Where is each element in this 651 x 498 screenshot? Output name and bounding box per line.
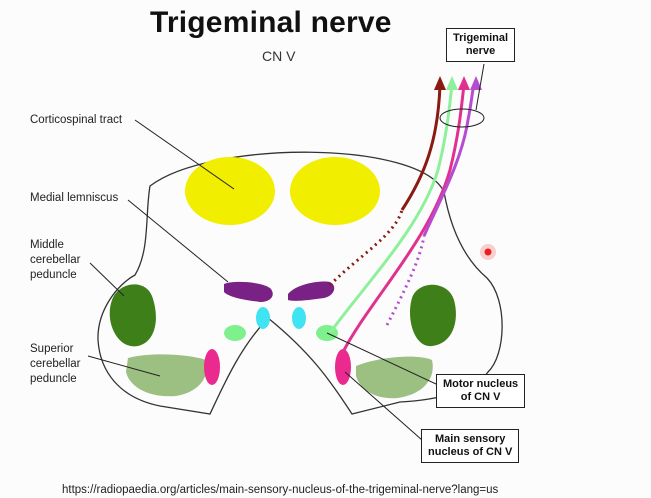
label-middle-cerebellar-peduncle: Middle cerebellar peduncle bbox=[30, 239, 81, 281]
arrowhead-pink bbox=[458, 76, 470, 90]
sensory-nucleus-right bbox=[335, 349, 351, 385]
fiber-purple bbox=[422, 84, 476, 237]
fiber-darkred-dotted bbox=[328, 209, 404, 287]
nerve-bundle-ring bbox=[439, 108, 485, 128]
superior-cerebellar-peduncle-left bbox=[126, 354, 207, 397]
box-main-sensory-nucleus: Main sensory nucleus of CN V bbox=[421, 429, 520, 463]
fiber-purple-dotted bbox=[385, 235, 426, 326]
motor-nucleus-left bbox=[224, 325, 246, 341]
corticospinal-tract-right bbox=[290, 157, 380, 225]
corticospinal-leader bbox=[134, 119, 235, 190]
arrowhead-purple bbox=[470, 76, 482, 90]
source-url: https://radiopaedia.org/articles/main-se… bbox=[62, 484, 499, 496]
superior-cerebellar-peduncle-right bbox=[356, 356, 433, 399]
medial-lemniscus-right bbox=[288, 281, 335, 301]
middle-cerebellar-peduncle-left bbox=[109, 284, 156, 347]
diagram-title: Trigeminal nerve bbox=[150, 6, 392, 39]
fiber-darkred bbox=[400, 84, 442, 211]
superior-cerebellar-leader bbox=[87, 355, 161, 377]
cyan-nucleus-right bbox=[292, 307, 306, 329]
arrowhead-darkred bbox=[434, 76, 446, 90]
nerve-label-leader bbox=[475, 63, 485, 111]
diagram-subtitle: CN V bbox=[262, 48, 296, 64]
label-medial-lemniscus: Medial lemniscus bbox=[30, 192, 119, 204]
sensory-nucleus-left bbox=[204, 349, 220, 385]
motor-nucleus-leader bbox=[326, 332, 437, 385]
middle-cerebellar-leader bbox=[89, 262, 125, 297]
cyan-nucleus-left bbox=[256, 307, 270, 329]
box-motor-nucleus: Motor nucleus of CN V bbox=[436, 374, 526, 408]
medial-lemniscus-leader bbox=[127, 199, 229, 283]
box-trigeminal-nerve: Trigeminal nerve bbox=[446, 28, 516, 62]
middle-cerebellar-peduncle-right bbox=[410, 284, 456, 347]
fiber-green bbox=[328, 84, 454, 334]
label-superior-cerebellar-peduncle: Superior cerebellar peduncle bbox=[30, 343, 81, 385]
sensory-nucleus-leader bbox=[344, 371, 423, 441]
arrowhead-green bbox=[446, 76, 458, 90]
medial-lemniscus-left bbox=[224, 281, 273, 302]
corticospinal-tract-left bbox=[185, 157, 275, 225]
pointer-dot bbox=[484, 248, 492, 256]
label-corticospinal-tract: Corticospinal tract bbox=[30, 114, 123, 126]
